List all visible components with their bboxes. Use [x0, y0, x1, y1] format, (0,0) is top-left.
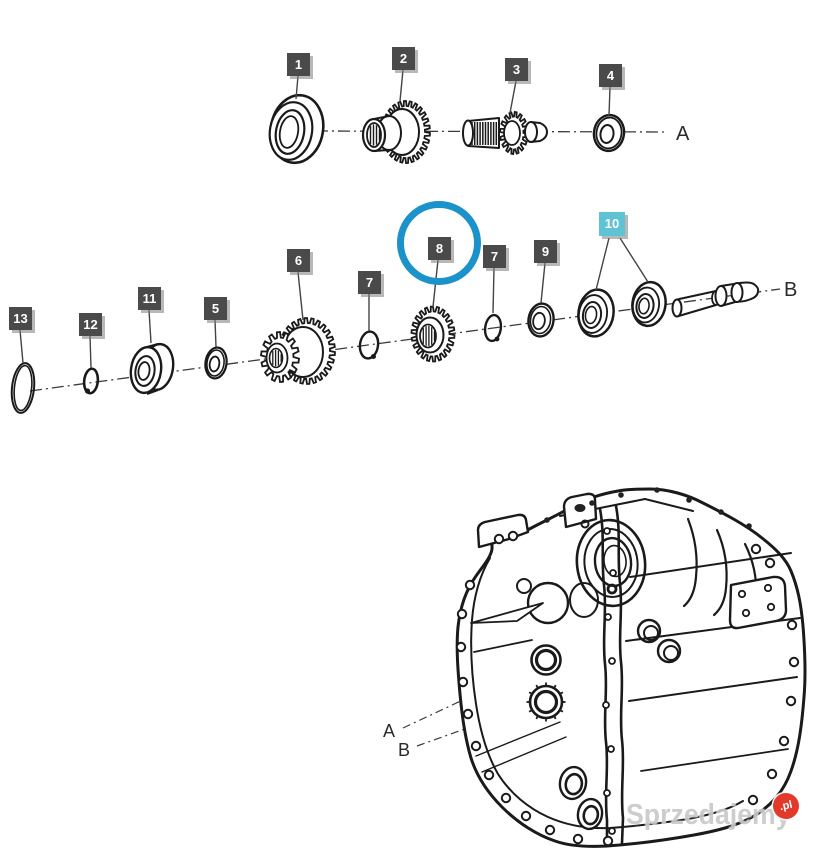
- callout-12: 12: [79, 313, 102, 336]
- callout-13: 13: [9, 307, 32, 330]
- callout-2: 2: [392, 47, 415, 70]
- housing-holes-and-bores: [455, 487, 800, 847]
- case-label-b: B: [398, 740, 410, 760]
- callout-11: 11: [138, 287, 161, 310]
- axis-label-a: A: [676, 123, 690, 145]
- callout-4: 4: [599, 64, 622, 87]
- housing-ear: [476, 513, 530, 549]
- face-opening: [526, 581, 570, 625]
- bell-bore-flange: [575, 518, 647, 608]
- highlight-circle: [397, 201, 481, 285]
- axis-letters: A B A B: [383, 123, 797, 760]
- callout-6: 6: [287, 249, 310, 272]
- spike-rib: [470, 602, 544, 624]
- axis-label-b: B: [784, 279, 797, 301]
- callout-9: 9: [534, 240, 557, 263]
- callout-7a: 7: [358, 271, 381, 294]
- gasket-strip: [598, 507, 609, 846]
- callout-10-highlighted: 10: [599, 212, 625, 236]
- side-bracket: [728, 575, 788, 630]
- watermark-text: Sprzedajemy: [626, 799, 791, 831]
- gearbox-housing-drawing: [455, 487, 807, 848]
- callout-3: 3: [505, 58, 528, 81]
- callout-7b: 7: [483, 245, 506, 268]
- case-label-a: A: [383, 721, 395, 741]
- shaft-parts-artwork: [10, 93, 760, 414]
- callout-5: 5: [204, 297, 227, 320]
- callout-1: 1: [287, 53, 310, 76]
- watermark: Sprzedajemy .pl: [626, 790, 816, 847]
